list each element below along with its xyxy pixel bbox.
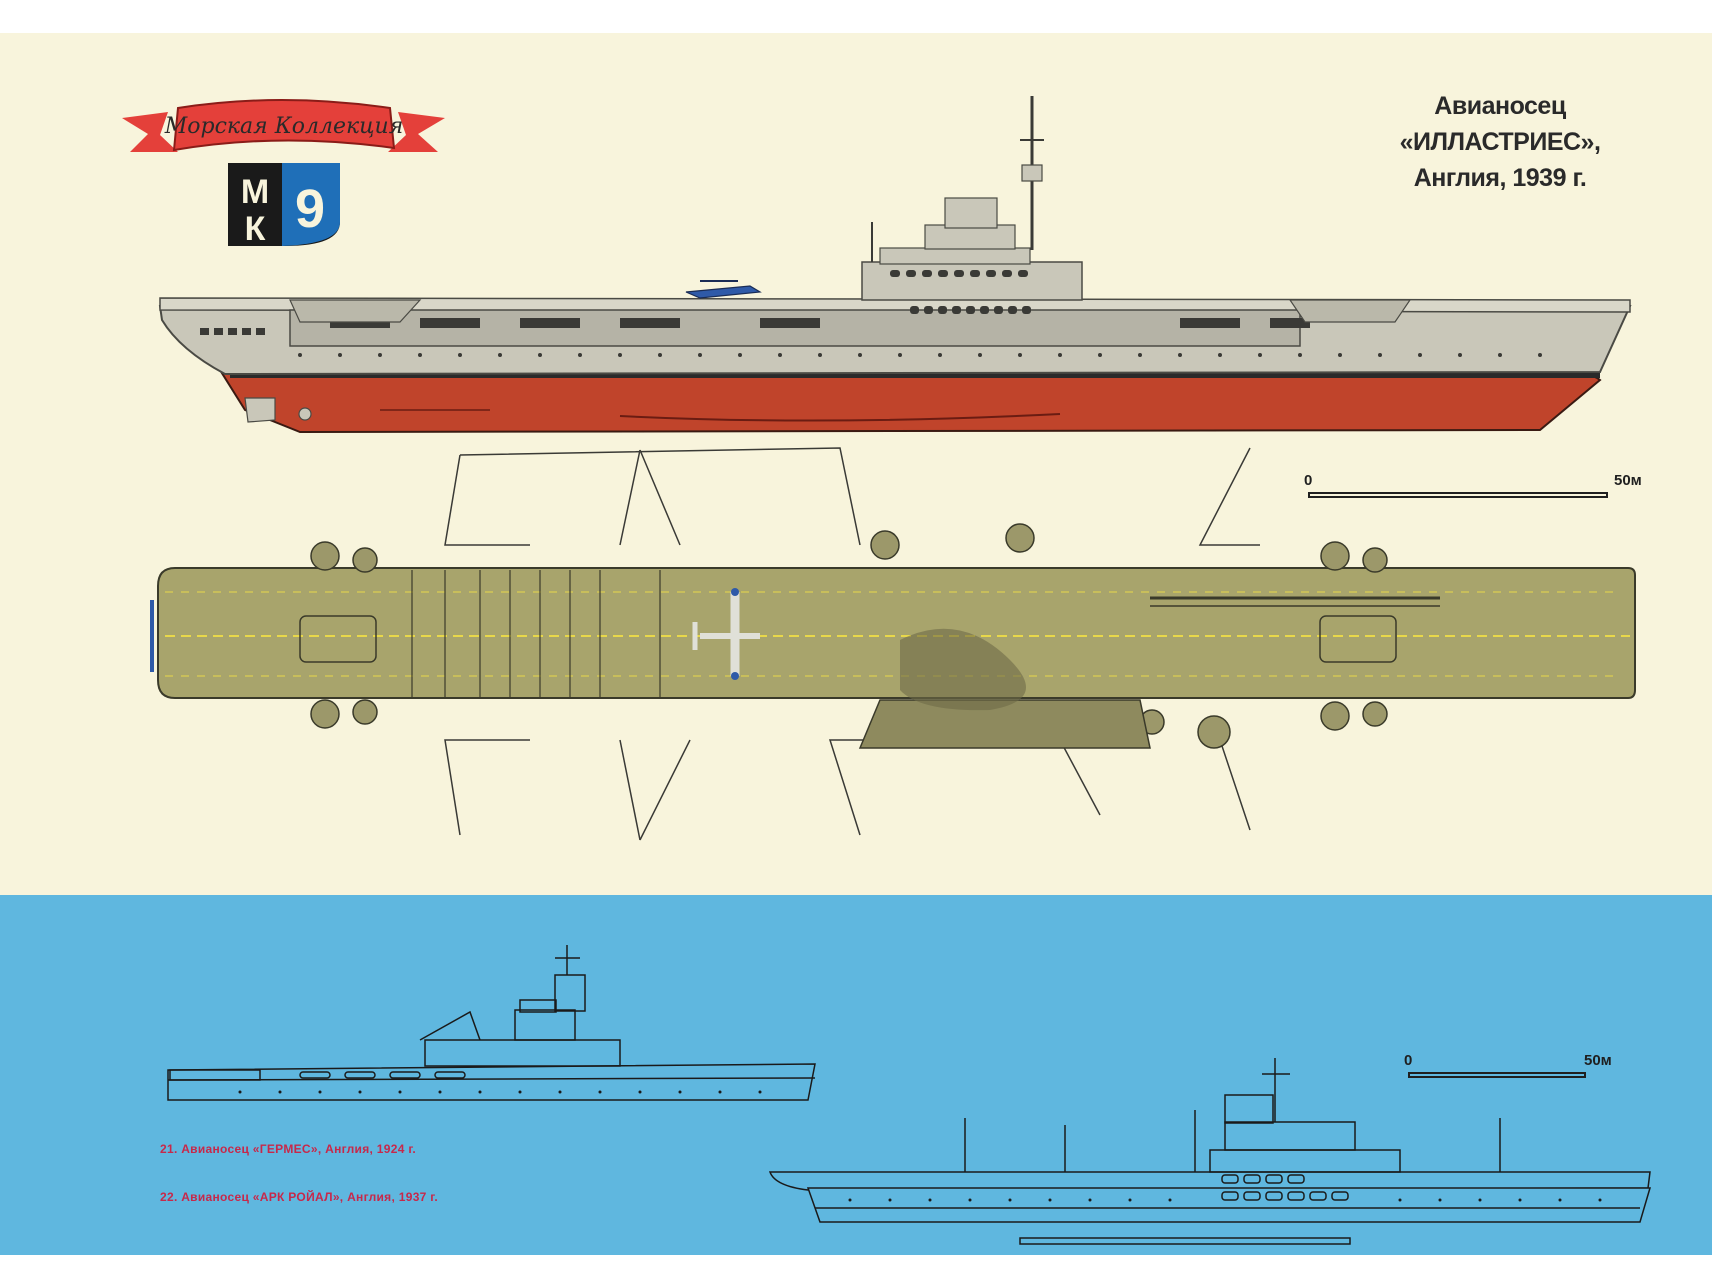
logo-badge: М К 9 — [228, 163, 340, 248]
scale-bar-top: 0 50м — [1304, 472, 1648, 502]
profile-ark-royal — [768, 1058, 1652, 1245]
badge-letter-m: М — [241, 173, 269, 211]
logo-ribbon-text: Морская Коллекция — [164, 114, 404, 139]
scale-bar-bottom: 0 50м — [1404, 1052, 1638, 1082]
title-line-2: «ИЛЛАСТРИЕС», — [1399, 128, 1601, 156]
plan-view-illustrious — [150, 447, 1636, 841]
scale-top-end: 50м — [1614, 472, 1642, 489]
scale-bottom-zero: 0 — [1404, 1052, 1413, 1069]
caption-ark-royal: 22. Авианосец «АРК РОЙАЛ», Англия, 1937 … — [160, 1190, 439, 1204]
scale-top-bar — [1308, 492, 1608, 498]
title-line-3: Англия, 1939 г. — [1413, 164, 1587, 192]
side-profile-illustrious — [158, 96, 1632, 434]
ship-title: Авианосец «ИЛЛАСТРИЕС», Англия, 1939 г. — [1380, 88, 1620, 196]
scale-bottom-end: 50м — [1584, 1052, 1612, 1069]
badge-letter-k: К — [245, 210, 266, 248]
logo-ribbon: Морская Коллекция — [122, 99, 445, 152]
caption-hermes: 21. Авианосец «ГЕРМЕС», Англия, 1924 г. — [160, 1142, 417, 1156]
badge-number: 9 — [295, 179, 325, 239]
profile-hermes — [167, 945, 816, 1101]
title-line-1: Авианосец — [1434, 92, 1566, 120]
plan-aircraft — [692, 588, 760, 680]
scale-bottom-bar — [1408, 1072, 1586, 1078]
scale-top-zero: 0 — [1304, 472, 1313, 489]
